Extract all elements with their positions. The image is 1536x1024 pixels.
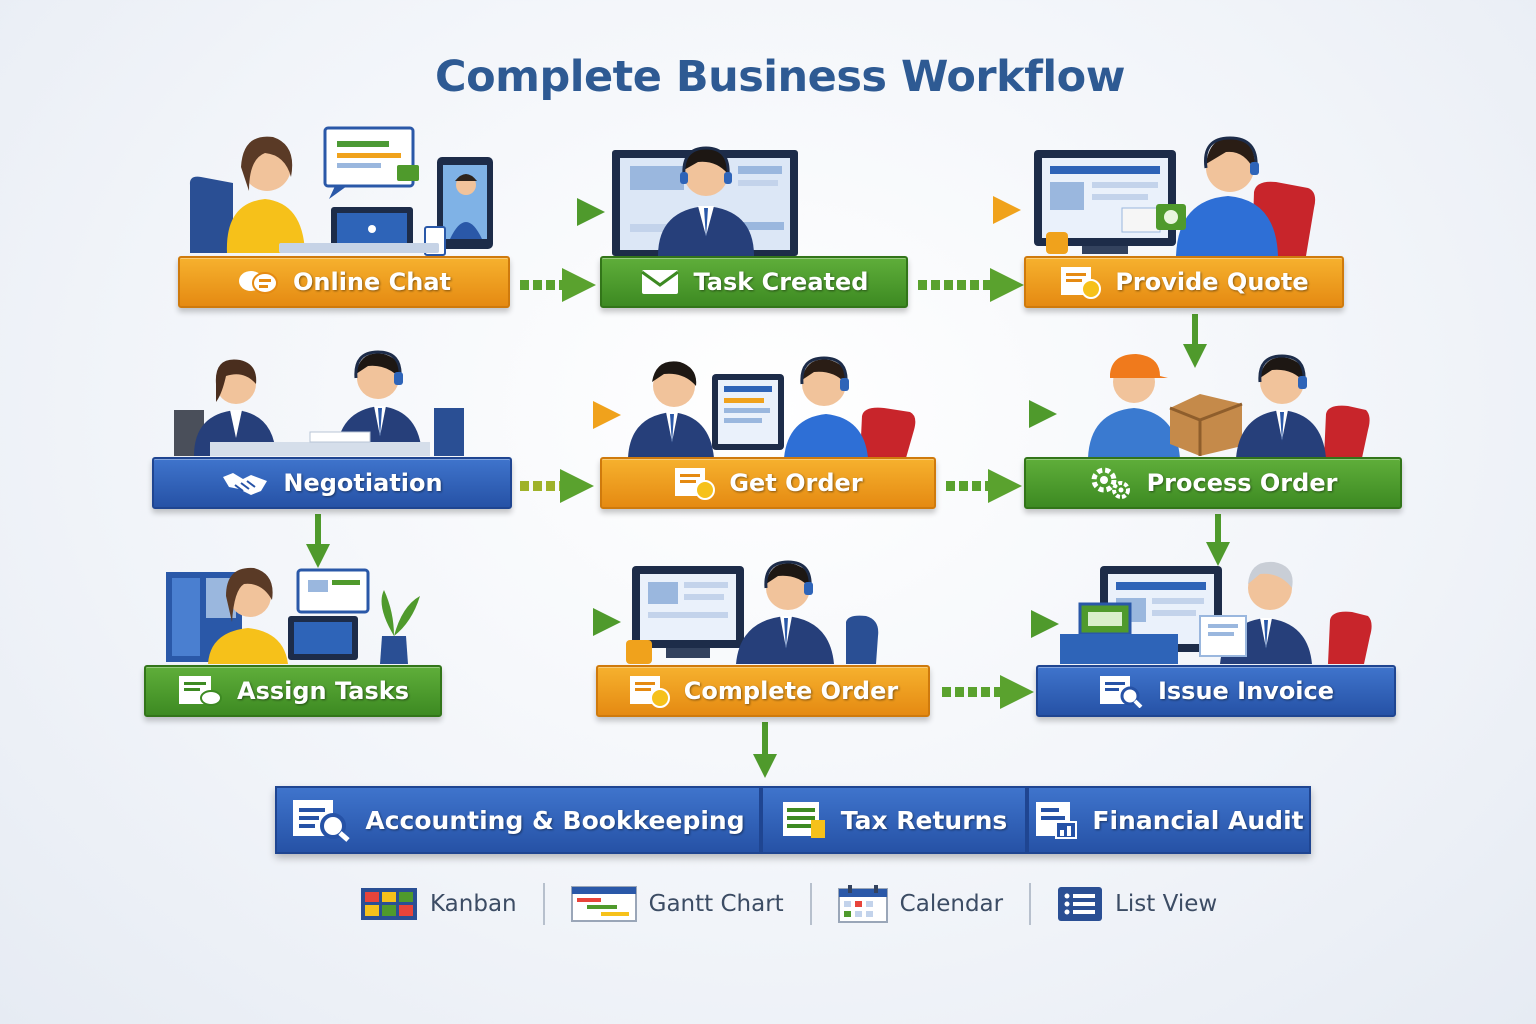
view-label: Gantt Chart (648, 891, 784, 917)
service-label: Accounting & Bookkeeping (365, 805, 745, 835)
envelope-icon (640, 270, 679, 294)
step-label: Online Chat (292, 268, 452, 296)
service-financial-audit[interactable]: Financial Audit (1027, 786, 1311, 854)
services-bar: Accounting & Bookkeeping Tax Returns Fin… (275, 786, 1311, 854)
view-list[interactable]: List View (1031, 883, 1243, 925)
step-label: Issue Invoice (1157, 677, 1335, 705)
online-chat-illustration (189, 126, 493, 256)
step-label: Provide Quote (1115, 268, 1309, 296)
step-provide-quote[interactable]: Provide Quote (1024, 256, 1344, 308)
document-search-icon (293, 800, 351, 842)
get-order-illustration (628, 356, 916, 458)
view-calendar[interactable]: Calendar (812, 883, 1032, 925)
calendar-icon (837, 885, 888, 923)
list-view-icon (1058, 887, 1103, 921)
step-process-order[interactable]: Process Order (1024, 457, 1402, 509)
service-label: Financial Audit (1092, 805, 1304, 835)
audit-report-icon (1036, 802, 1078, 839)
step-label: Assign Tasks (237, 677, 409, 705)
chat-bubble-icon (238, 271, 278, 294)
spreadsheet-icon (782, 802, 825, 838)
complete-order-illustration (626, 560, 879, 664)
service-accounting[interactable]: Accounting & Bookkeeping (275, 786, 761, 854)
assign-tasks-illustration (166, 567, 420, 664)
step-label: Negotiation (283, 469, 443, 497)
step-label: Task Created (693, 268, 869, 296)
step-get-order[interactable]: Get Order (600, 457, 936, 509)
handshake-icon (223, 473, 268, 495)
view-label: Kanban (430, 891, 517, 917)
document-coin-icon (1061, 267, 1102, 299)
step-online-chat[interactable]: Online Chat (178, 256, 510, 308)
issue-invoice-illustration (1060, 561, 1372, 664)
view-switcher: Kanban Gantt Chart Calendar List View (350, 880, 1243, 928)
document-search-icon (1099, 676, 1143, 708)
service-label: Tax Returns (840, 805, 1008, 835)
document-coin-icon (675, 468, 716, 500)
step-negotiation[interactable]: Negotiation (152, 457, 512, 509)
page-title: Complete Business Workflow (435, 52, 1125, 102)
view-label: Calendar (899, 891, 1004, 917)
process-order-illustration (1088, 354, 1370, 458)
step-label: Process Order (1146, 469, 1338, 497)
negotiation-illustration (174, 350, 464, 456)
step-issue-invoice[interactable]: Issue Invoice (1036, 665, 1396, 717)
step-label: Complete Order (683, 677, 899, 705)
step-label: Get Order (729, 469, 863, 497)
view-kanban[interactable]: Kanban (350, 883, 545, 925)
service-tax-returns[interactable]: Tax Returns (761, 786, 1027, 854)
step-assign-tasks[interactable]: Assign Tasks (144, 665, 442, 717)
view-gantt[interactable]: Gantt Chart (545, 883, 812, 925)
document-coin-icon (629, 676, 670, 708)
task-created-illustration (612, 146, 798, 256)
kanban-icon (361, 888, 417, 920)
gears-icon (1091, 467, 1130, 499)
gantt-chart-icon (570, 886, 637, 922)
provide-quote-illustration (1034, 136, 1316, 256)
step-complete-order[interactable]: Complete Order (596, 665, 930, 717)
view-label: List View (1115, 891, 1218, 917)
document-chat-icon (179, 676, 222, 706)
step-task-created[interactable]: Task Created (600, 256, 908, 308)
